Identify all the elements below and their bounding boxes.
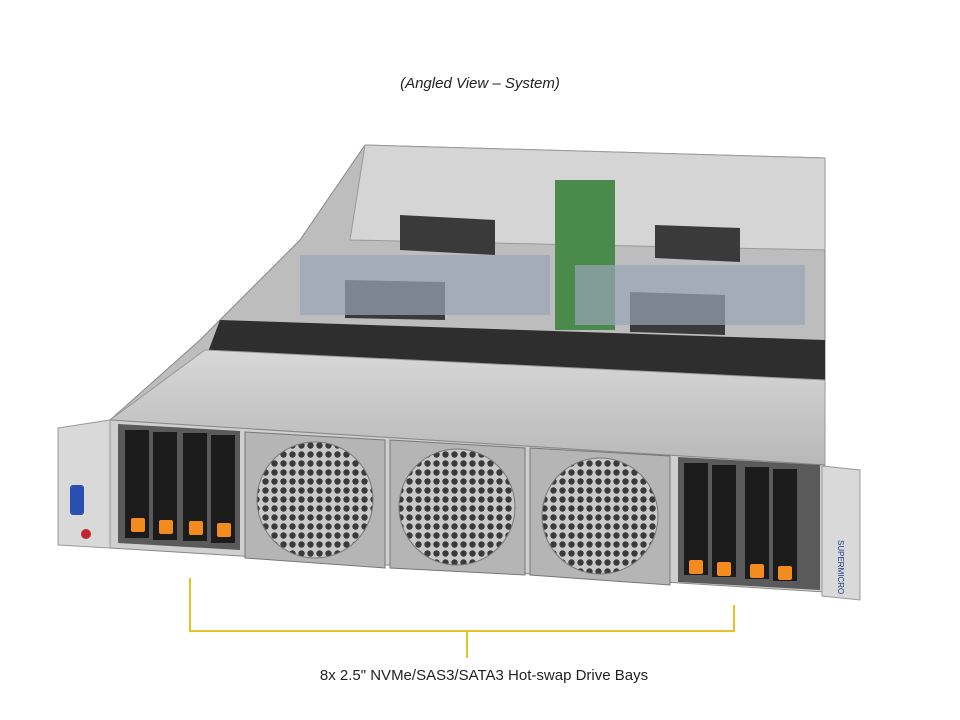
right-drive-cage (678, 457, 820, 590)
drive-tab (717, 562, 731, 576)
left-rack-ear (57, 419, 111, 549)
fan-grill (398, 448, 516, 566)
drive-tab (159, 520, 173, 534)
view-title: (Angled View – System) (400, 75, 560, 92)
drive-tab (778, 566, 792, 580)
svg-text:SUPERMICRO: SUPERMICRO (836, 540, 845, 594)
fan-grill (541, 457, 659, 575)
left-drive-cage (118, 424, 240, 550)
right-rack-ear: SUPERMICRO (821, 465, 861, 601)
drive-tab (217, 523, 231, 537)
drive-tab (689, 560, 703, 574)
vga-port-icon (70, 485, 84, 515)
callout-bracket (189, 578, 735, 658)
power-button-icon (81, 529, 91, 539)
supermicro-logo: SUPERMICRO (836, 540, 845, 594)
drive-bays-callout-label: 8x 2.5" NVMe/SAS3/SATA3 Hot-swap Drive B… (319, 667, 649, 684)
front-fan-modules (244, 431, 671, 586)
drive-tab (189, 521, 203, 535)
drive-tab (131, 518, 145, 532)
memory-dimms (300, 255, 805, 325)
drive-tab (750, 564, 764, 578)
fan-grill (256, 441, 374, 559)
